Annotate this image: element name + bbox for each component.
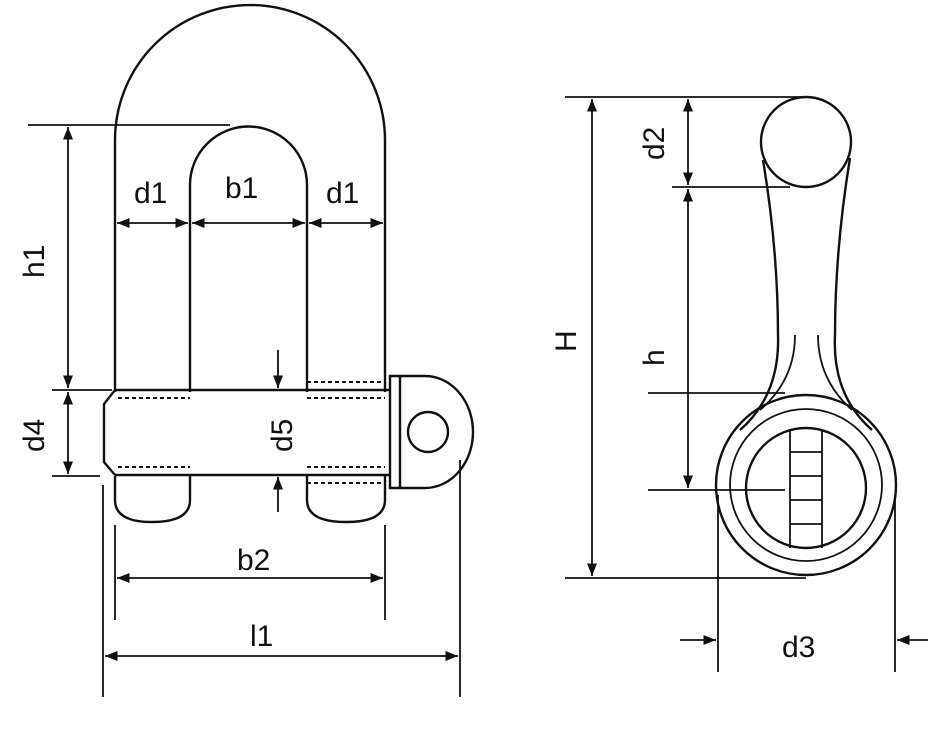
label-d4: d4: [18, 419, 51, 452]
label-d5: d5: [266, 419, 299, 452]
shackle-front-view: [102, 3, 475, 524]
label-b1: b1: [225, 172, 258, 205]
label-H: H: [550, 330, 583, 352]
label-h: h: [638, 349, 671, 366]
label-d2: d2: [638, 127, 671, 160]
label-d1-right: d1: [326, 177, 359, 210]
shackle-side-view: [714, 95, 898, 577]
right-dimensions: [565, 96, 928, 672]
pin-hole: [406, 410, 450, 454]
label-b2: b2: [237, 544, 270, 577]
label-d1-left: d1: [134, 177, 167, 210]
label-l1: l1: [250, 620, 273, 653]
left-dimensions: [28, 124, 461, 697]
label-h1: h1: [18, 245, 51, 278]
label-d3: d3: [782, 631, 815, 664]
